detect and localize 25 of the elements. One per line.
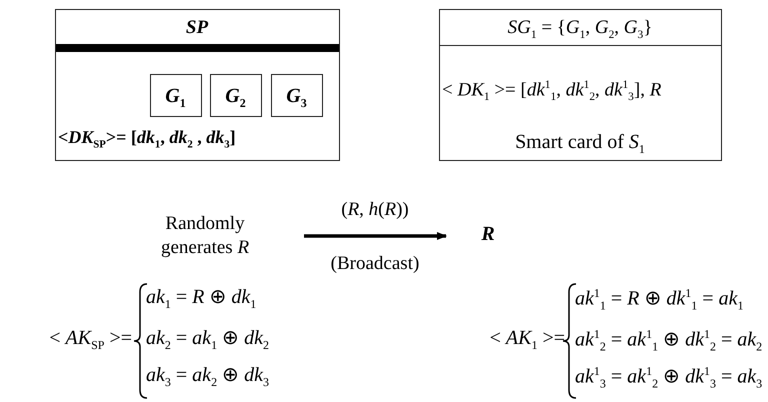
equation: ak$_{2}$ = ak$_{1}$ ⊕ dk$_{2}$ xyxy=(146,328,269,351)
node-text: R xyxy=(480,222,496,247)
group-label: G$_{2}$ xyxy=(224,86,247,109)
equation: ak$^{1}$$_{3}$ = ak$^{1}$$_{2}$ ⊕ dk$^{1}$$_{3}$ = ak$_{3}$ xyxy=(575,365,762,390)
card-caption: Smart card of S$_{1}$ xyxy=(514,132,646,155)
equation: ak$^{1}$$_{2}$ = ak$^{1}$$_{1}$ ⊕ dk$^{1}$$_{2}$ = ak$_{2}$ xyxy=(575,328,762,353)
equation: ak$_{3}$ = ak$_{2}$ ⊕ dk$_{3}$ xyxy=(146,365,269,388)
node-text: Randomly generates R xyxy=(160,212,250,260)
group-box xyxy=(150,74,202,117)
edge-label: (R, h(R)) xyxy=(340,200,410,219)
key-vector: < DK$_{1}$ >= [dk$^{1}$$_{1}$, dk$^{1}$$_{2}$, dk$^{1}$$_{3}$], R xyxy=(442,80,662,104)
broadcast-note: (Broadcast) xyxy=(330,254,420,273)
group-label: G$_{3}$ xyxy=(285,86,308,109)
box-heading: SG$_{1}$ = {G$_{1}$, G$_{2}$, G$_{3}$} xyxy=(506,18,654,42)
equation: ak$^{1}$$_{1}$ = R ⊕ dk$^{1}$$_{1}$ = ak$_{1}$ xyxy=(575,287,744,312)
group-box xyxy=(210,74,262,117)
equation: ak$_{1}$ = R ⊕ dk$_{1}$ xyxy=(146,287,256,310)
group-box xyxy=(271,74,323,117)
server-box xyxy=(55,9,340,161)
equation-label: < AK$_{1}$ >= xyxy=(488,328,565,351)
group-label: G$_{1}$ xyxy=(164,86,187,109)
box-heading: SP xyxy=(184,18,210,37)
key-vector: <DK$_{SP}$>= [dk$_{1}$, dk$_{2}$ , dk$_{3}$] xyxy=(58,128,236,150)
equation-label: < AK$_{SP}$ >= xyxy=(48,328,132,351)
smart-card-box xyxy=(439,9,722,161)
